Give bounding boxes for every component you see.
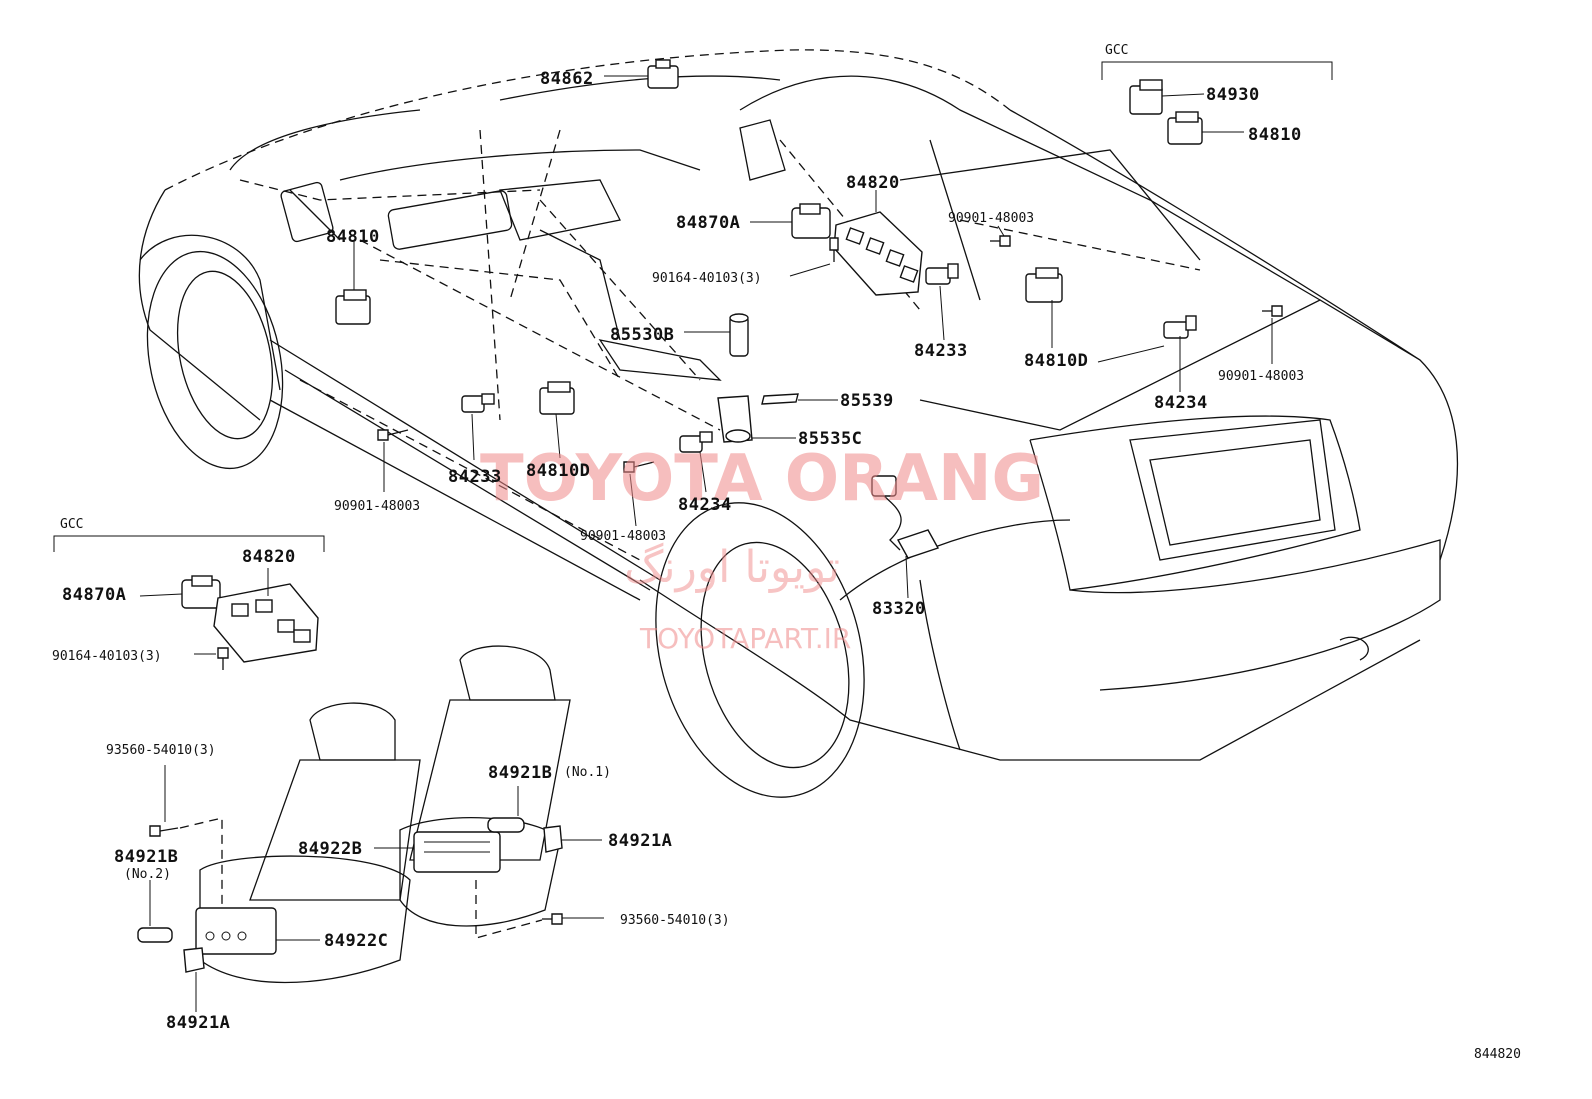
label-84922c[interactable]: 84922C <box>324 931 388 951</box>
label-90901-rear[interactable]: 90901-48003 <box>1218 369 1304 384</box>
part-84234-right-shape <box>1163 315 1197 339</box>
label-90164-gcc[interactable]: 90164-40103(3) <box>52 649 162 664</box>
part-85530b-shape <box>729 313 749 357</box>
parts <box>137 59 1283 973</box>
screw-shapes <box>149 235 1283 925</box>
label-84921b-no1-note: (No.1) <box>564 765 611 780</box>
label-84233-right[interactable]: 84233 <box>914 341 968 361</box>
part-84234-left-shape <box>679 431 713 453</box>
label-85530b[interactable]: 85530B <box>610 325 674 345</box>
label-84820-gcc[interactable]: 84820 <box>242 547 296 567</box>
part-85539-shape <box>761 393 799 405</box>
label-84870a-gcc[interactable]: 84870A <box>62 585 126 605</box>
label-85535c[interactable]: 85535C <box>798 429 862 449</box>
label-84234-left[interactable]: 84234 <box>678 495 732 515</box>
part-84820-main-shape <box>833 211 923 296</box>
part-84820-gcc-shape <box>213 583 319 663</box>
label-93560-top[interactable]: 93560-54010(3) <box>106 743 216 758</box>
part-84810d-left-shape <box>539 381 575 415</box>
label-90164-main[interactable]: 90164-40103(3) <box>652 271 762 286</box>
figure-code: 844820 <box>1474 1047 1521 1062</box>
label-84810-left[interactable]: 84810 <box>326 227 380 247</box>
label-84921b-no2[interactable]: 84921B <box>114 847 178 867</box>
label-84234-right[interactable]: 84234 <box>1154 393 1208 413</box>
label-84233-left[interactable]: 84233 <box>448 467 502 487</box>
label-84870a-main[interactable]: 84870A <box>676 213 740 233</box>
part-84870a-gcc-shape <box>181 575 221 609</box>
part-84930-shape <box>1129 79 1163 115</box>
label-85539[interactable]: 85539 <box>840 391 894 411</box>
group-label-gcc-top: GCC <box>1105 43 1128 58</box>
part-84810-gcc-shape <box>1167 111 1203 145</box>
label-84930[interactable]: 84930 <box>1206 85 1260 105</box>
part-85535c-shape <box>717 395 753 443</box>
label-90901-left[interactable]: 90901-48003 <box>334 499 420 514</box>
part-84921b-no2-shape <box>137 927 173 943</box>
part-84921a-right-shape <box>543 825 563 853</box>
part-84862-shape <box>647 59 679 89</box>
part-84870a-main-shape <box>791 203 831 239</box>
part-84233-right-shape <box>925 263 959 285</box>
label-84922b[interactable]: 84922B <box>298 839 362 859</box>
label-84820-main[interactable]: 84820 <box>846 173 900 193</box>
label-84810d-left[interactable]: 84810D <box>526 461 590 481</box>
part-84921b-no1-shape <box>487 817 525 833</box>
label-84810-gcc[interactable]: 84810 <box>1248 125 1302 145</box>
label-90901-top[interactable]: 90901-48003 <box>948 211 1034 226</box>
leader-lines <box>53 61 1333 1012</box>
part-84922b-shape <box>413 831 501 873</box>
watermark: TOYOTA ORANG تويوتا اورنگ TOYOTAPART.IR <box>480 442 1044 655</box>
part-84922c-shape <box>195 907 277 955</box>
label-84921a-right[interactable]: 84921A <box>608 831 672 851</box>
label-90901-mid[interactable]: 90901-48003 <box>580 529 666 544</box>
label-83320[interactable]: 83320 <box>872 599 926 619</box>
car-body-outline <box>138 49 1459 798</box>
label-84810d-right[interactable]: 84810D <box>1024 351 1088 371</box>
watermark-url: TOYOTAPART.IR <box>639 622 851 655</box>
part-84921a-left-shape <box>183 947 205 973</box>
part-84810-left-shape <box>335 289 371 325</box>
part-84810d-right-shape <box>1025 267 1063 303</box>
label-84921b-no1[interactable]: 84921B <box>488 763 552 783</box>
label-84921a-left[interactable]: 84921A <box>166 1013 230 1033</box>
watermark-title: TOYOTA ORANG <box>480 442 1044 516</box>
label-84862[interactable]: 84862 <box>540 69 594 89</box>
part-labels: GCC GCC 84862 84930 84810 84820 84870A 9… <box>52 43 1521 1062</box>
part-84233-left-shape <box>461 393 495 413</box>
group-label-gcc-left: GCC <box>60 517 83 532</box>
part-83320-shape <box>871 475 940 559</box>
seats-illustration <box>199 645 571 984</box>
watermark-persian: تويوتا اورنگ <box>624 542 840 593</box>
label-84921b-no2-note: (No.2) <box>124 867 171 882</box>
label-93560-bottom[interactable]: 93560-54010(3) <box>620 913 730 928</box>
